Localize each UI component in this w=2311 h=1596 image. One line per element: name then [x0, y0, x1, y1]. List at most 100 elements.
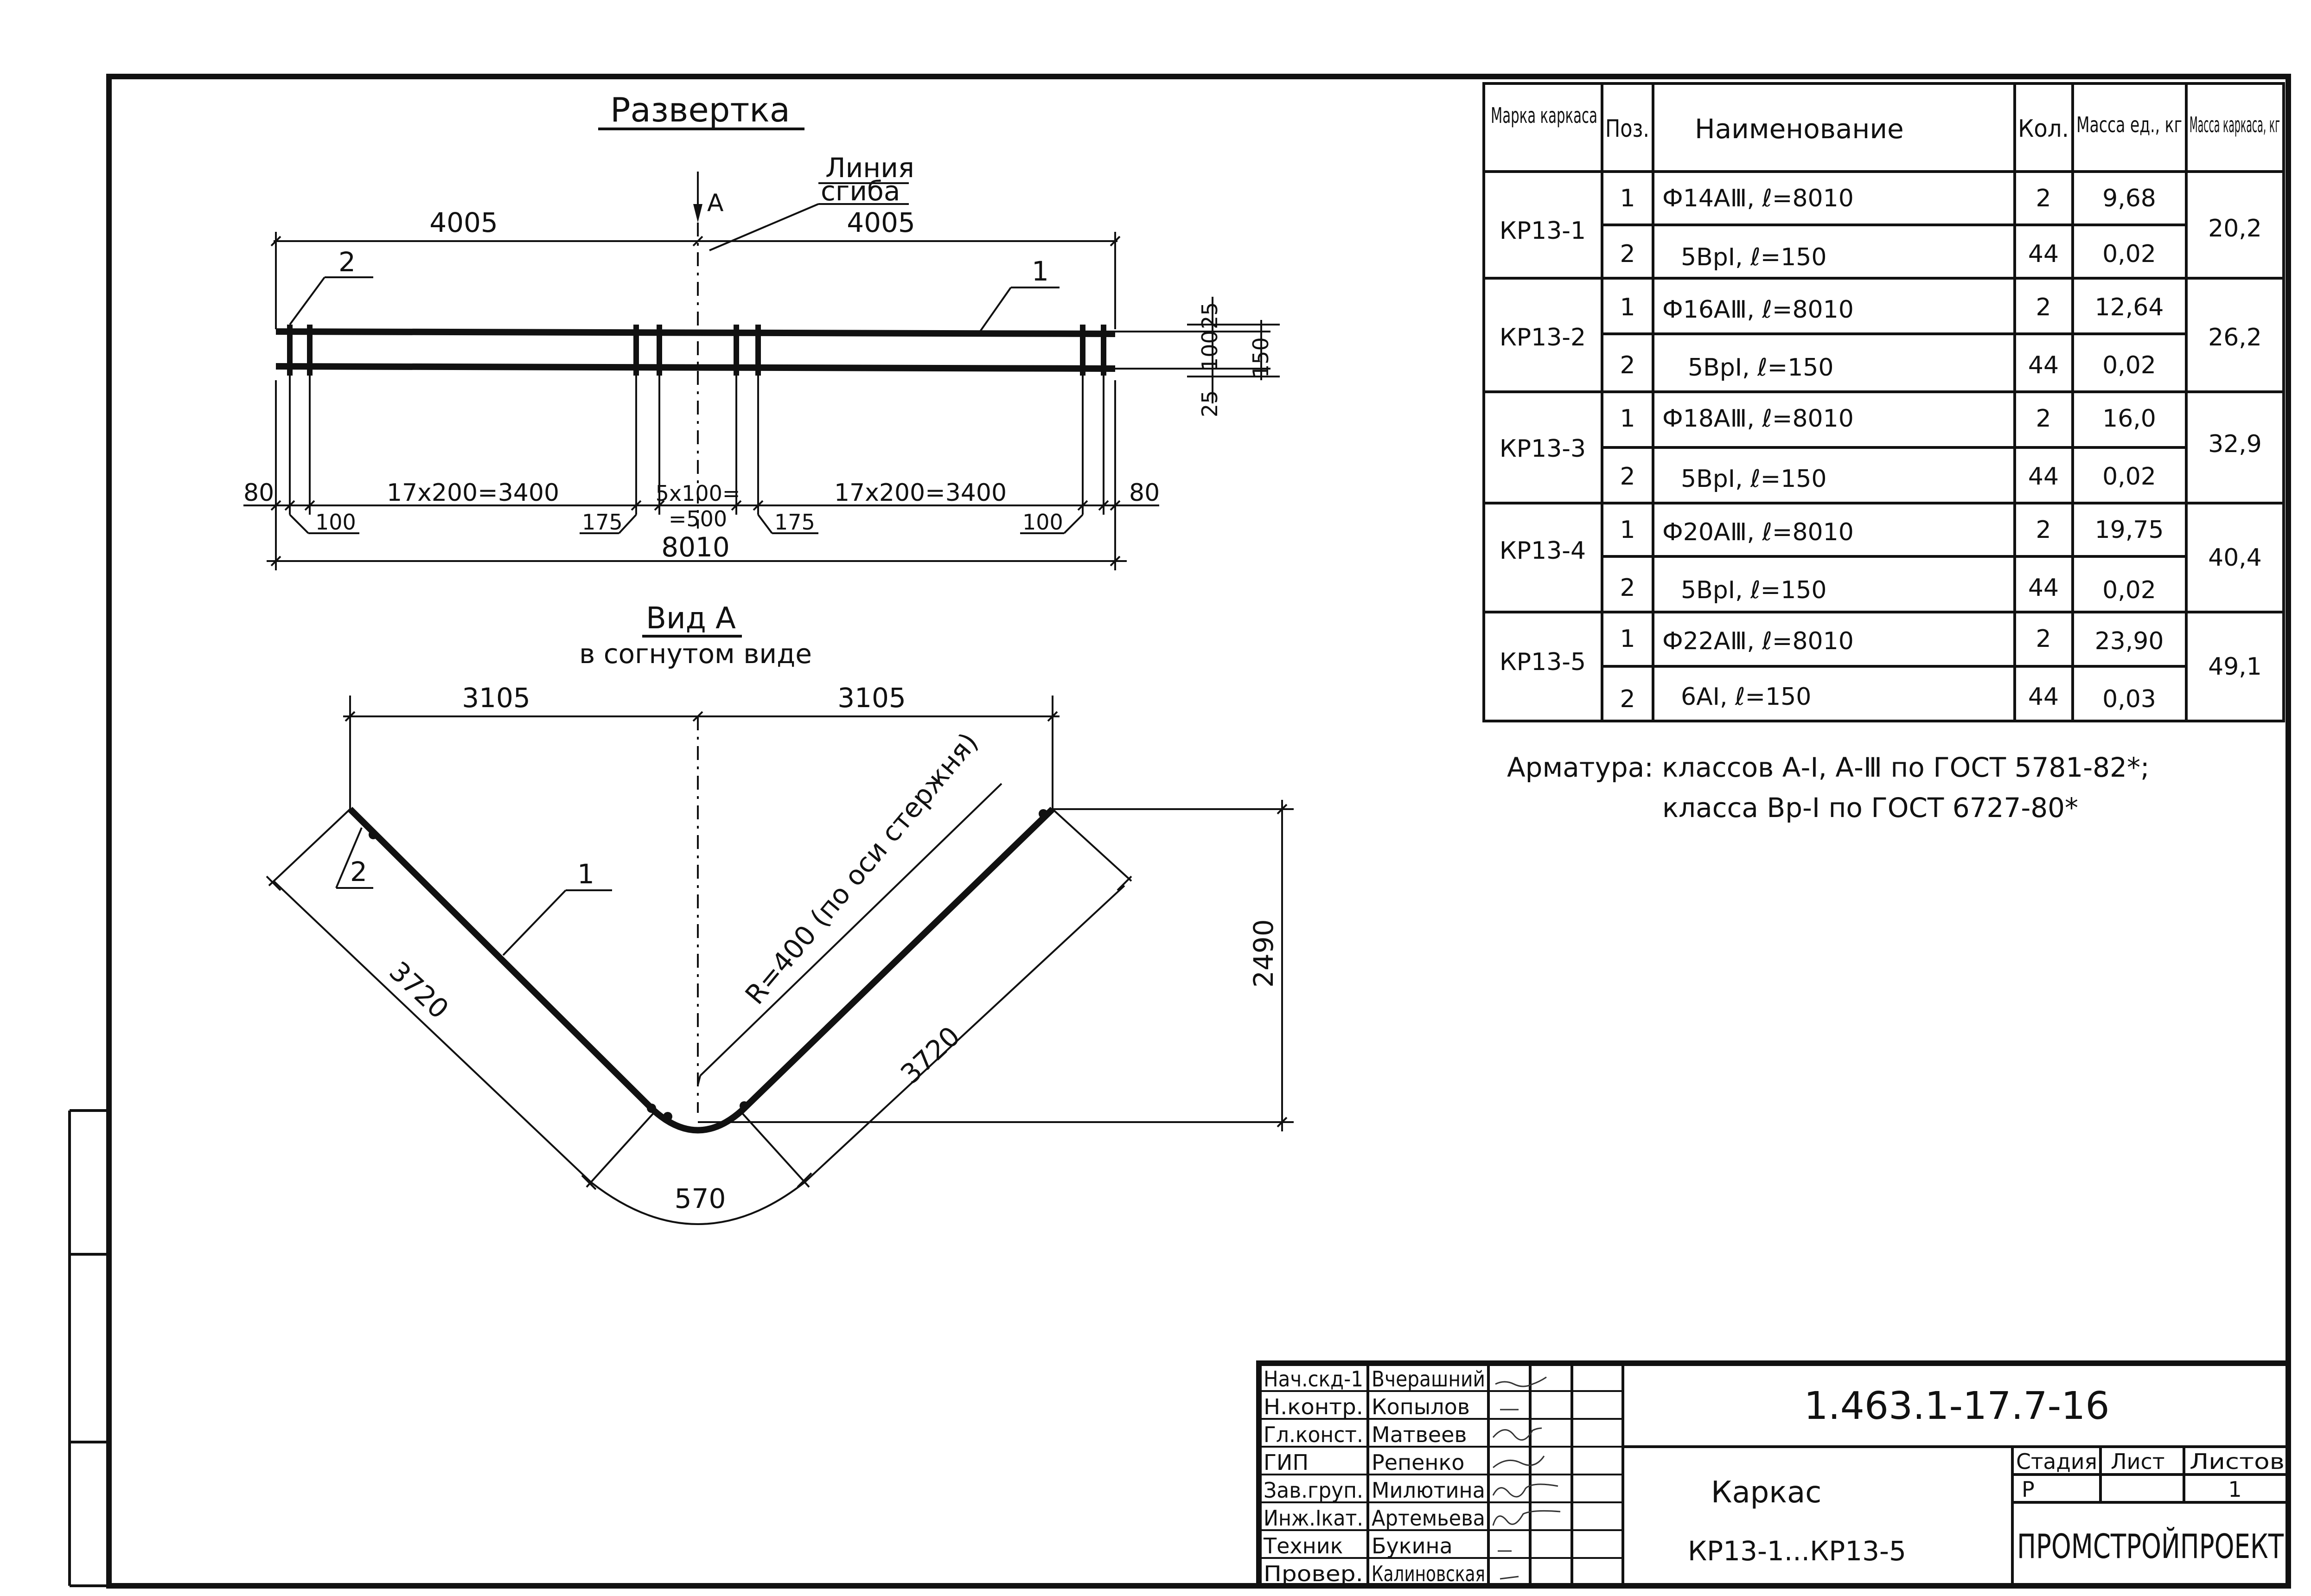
- unfold-title: Развертка: [610, 90, 790, 129]
- note-line-1: Арматура: классов А-Ⅰ, А-Ⅲ по ГОСТ 5781-…: [1507, 752, 2150, 783]
- view-a-pos-1: 1: [577, 858, 594, 890]
- row4-pos1: 1: [1620, 516, 1635, 544]
- row3-pos2: 2: [1620, 463, 1635, 491]
- title-block: Нач.скд-1 Н.контр. Гл.конст. ГИП Зав.гру…: [1256, 1360, 2291, 1589]
- name-4: Милютина: [1372, 1478, 1485, 1503]
- row5-name1: Ф22АⅢ, ℓ=8010: [1662, 627, 1854, 655]
- row2-mark: КР13-2: [1500, 324, 1586, 351]
- view-marker-a: А: [707, 189, 724, 217]
- note-line-2: класса Вр-Ⅰ по ГОСТ 6727-80*: [1662, 792, 2078, 824]
- name-0: Вчерашний: [1372, 1366, 1485, 1392]
- dim-left-4005: 4005: [429, 207, 498, 238]
- view-a-subtitle: в согнутом виде: [579, 638, 812, 670]
- row1-mass2: 0,02: [2102, 240, 2156, 268]
- name-1: Копылов: [1372, 1394, 1470, 1419]
- view-a-leg-left: 3720: [383, 955, 454, 1025]
- names: Вчерашний Копылов Матвеев Репенко Милюти…: [1372, 1366, 1485, 1586]
- row1-qty2: 44: [2028, 240, 2059, 268]
- sheet-frame: [68, 74, 2291, 1589]
- row2-qty1: 2: [2036, 294, 2051, 321]
- row4-name2: 5ВрⅠ, ℓ=150: [1681, 576, 1826, 604]
- dim-150: 150: [1248, 337, 1273, 378]
- row3-name1: Ф18АⅢ, ℓ=8010: [1662, 405, 1854, 433]
- row2-pos2: 2: [1620, 351, 1635, 379]
- signature-scribbles: [1492, 1376, 1561, 1580]
- stage-label: Стадия: [2016, 1449, 2097, 1474]
- row5-pos1: 1: [1620, 625, 1635, 653]
- dim-175-right: 175: [774, 510, 815, 535]
- cross-bars: [287, 325, 1106, 376]
- row2-total: 26,2: [2208, 324, 2262, 351]
- dim-100-left: 100: [315, 510, 356, 535]
- spec-table: Марка каркаса Поз. Наименование Кол. Мас…: [1482, 82, 2285, 722]
- role-5: Инж.Ⅰкат.: [1264, 1506, 1363, 1531]
- dim-175-left: 175: [582, 510, 623, 535]
- row1-mass1: 9,68: [2102, 185, 2156, 212]
- view-a-leg-right: 3720: [894, 1020, 966, 1090]
- hdr-name: Наименование: [1695, 113, 1904, 145]
- row1-total: 20,2: [2208, 215, 2262, 243]
- row1-pos2: 2: [1620, 240, 1635, 268]
- row5-mass2: 0,03: [2102, 685, 2156, 713]
- role-3: ГИП: [1264, 1450, 1309, 1475]
- row4-mass2: 0,02: [2102, 576, 2156, 604]
- role-6: Техник: [1263, 1533, 1343, 1558]
- rebar-bottom: [275, 363, 1116, 372]
- row3-qty2: 44: [2028, 463, 2059, 491]
- row1-mark: КР13-1: [1500, 217, 1586, 245]
- dim-80-left: 80: [243, 479, 274, 507]
- role-1: Н.контр.: [1264, 1394, 1363, 1419]
- row3-mass2: 0,02: [2102, 463, 2156, 491]
- signature-rows: [1259, 1390, 1623, 1559]
- rebar-top: [275, 328, 1116, 337]
- dim-17x200-left: 17x200=3400: [387, 479, 559, 507]
- dim-right-4005: 4005: [847, 207, 915, 238]
- hdr-pos: Поз.: [1605, 115, 1649, 143]
- dim-total-8010: 8010: [661, 531, 730, 563]
- row1-pos1: 1: [1620, 185, 1635, 212]
- row5-name2: 6АⅠ, ℓ=150: [1681, 683, 1811, 711]
- reinforcement-note: Арматура: классов А-Ⅰ, А-Ⅲ по ГОСТ 5781-…: [1507, 752, 2150, 824]
- hdr-mark: Марка каркаса: [1491, 103, 1597, 128]
- stage-value: Р: [2022, 1477, 2035, 1502]
- view-a-dim-left: 3105: [462, 682, 530, 714]
- name-3: Репенко: [1372, 1450, 1464, 1475]
- item-marks: КР13-1...КР13-5: [1688, 1535, 1906, 1567]
- hdr-unit-mass: Масса ед., кг: [2076, 112, 2182, 137]
- dim-100-right: 100: [1022, 510, 1063, 535]
- unfold-view: Развертка Линия сгиба А 4005 4005: [243, 90, 1280, 570]
- row3-mark: КР13-3: [1500, 435, 1586, 463]
- row3-name2: 5ВрⅠ, ℓ=150: [1681, 465, 1826, 493]
- row4-qty1: 2: [2036, 516, 2051, 544]
- view-a-pos-2: 2: [350, 856, 367, 887]
- role-0: Нач.скд-1: [1264, 1366, 1363, 1392]
- row1-qty1: 2: [2036, 185, 2051, 212]
- row5-qty1: 2: [2036, 625, 2051, 653]
- name-7: Калиновская: [1372, 1561, 1485, 1586]
- dim-5x100-bottom: =500: [669, 506, 727, 531]
- bend-line-label-2: сгиба: [821, 175, 900, 207]
- row1-name2: 5ВрⅠ, ℓ=150: [1681, 243, 1826, 271]
- roles: Нач.скд-1 Н.контр. Гл.конст. ГИП Зав.гру…: [1263, 1366, 1363, 1586]
- bar-dots: [369, 809, 1048, 1121]
- row5-qty2: 44: [2028, 683, 2059, 711]
- role-7: Провер.: [1264, 1561, 1363, 1586]
- item-title: Каркас: [1711, 1475, 1821, 1510]
- row4-total: 40,4: [2208, 544, 2262, 572]
- row5-mark: КР13-5: [1500, 648, 1586, 676]
- view-a-dim-right: 3105: [837, 682, 906, 714]
- bend-line-label-1: Линия: [825, 152, 914, 184]
- row3-pos1: 1: [1620, 405, 1635, 433]
- dim-80-right: 80: [1129, 479, 1160, 507]
- row2-name1: Ф16АⅢ, ℓ=8010: [1662, 296, 1854, 324]
- sheets-value: 1: [2228, 1477, 2241, 1502]
- name-5: Артемьева: [1372, 1506, 1485, 1531]
- row2-name2: 5ВрⅠ, ℓ=150: [1688, 354, 1833, 382]
- row2-mass1: 12,64: [2095, 294, 2164, 321]
- hdr-frame-mass: Масса каркаса, кг: [2190, 112, 2280, 137]
- row4-mark: КР13-4: [1500, 537, 1586, 565]
- view-a-height: 2490: [1248, 919, 1279, 988]
- row2-mass2: 0,02: [2102, 351, 2156, 379]
- row2-qty2: 44: [2028, 351, 2059, 379]
- organization: ПРОМСТРОЙПРОЕКТ: [2017, 1527, 2284, 1566]
